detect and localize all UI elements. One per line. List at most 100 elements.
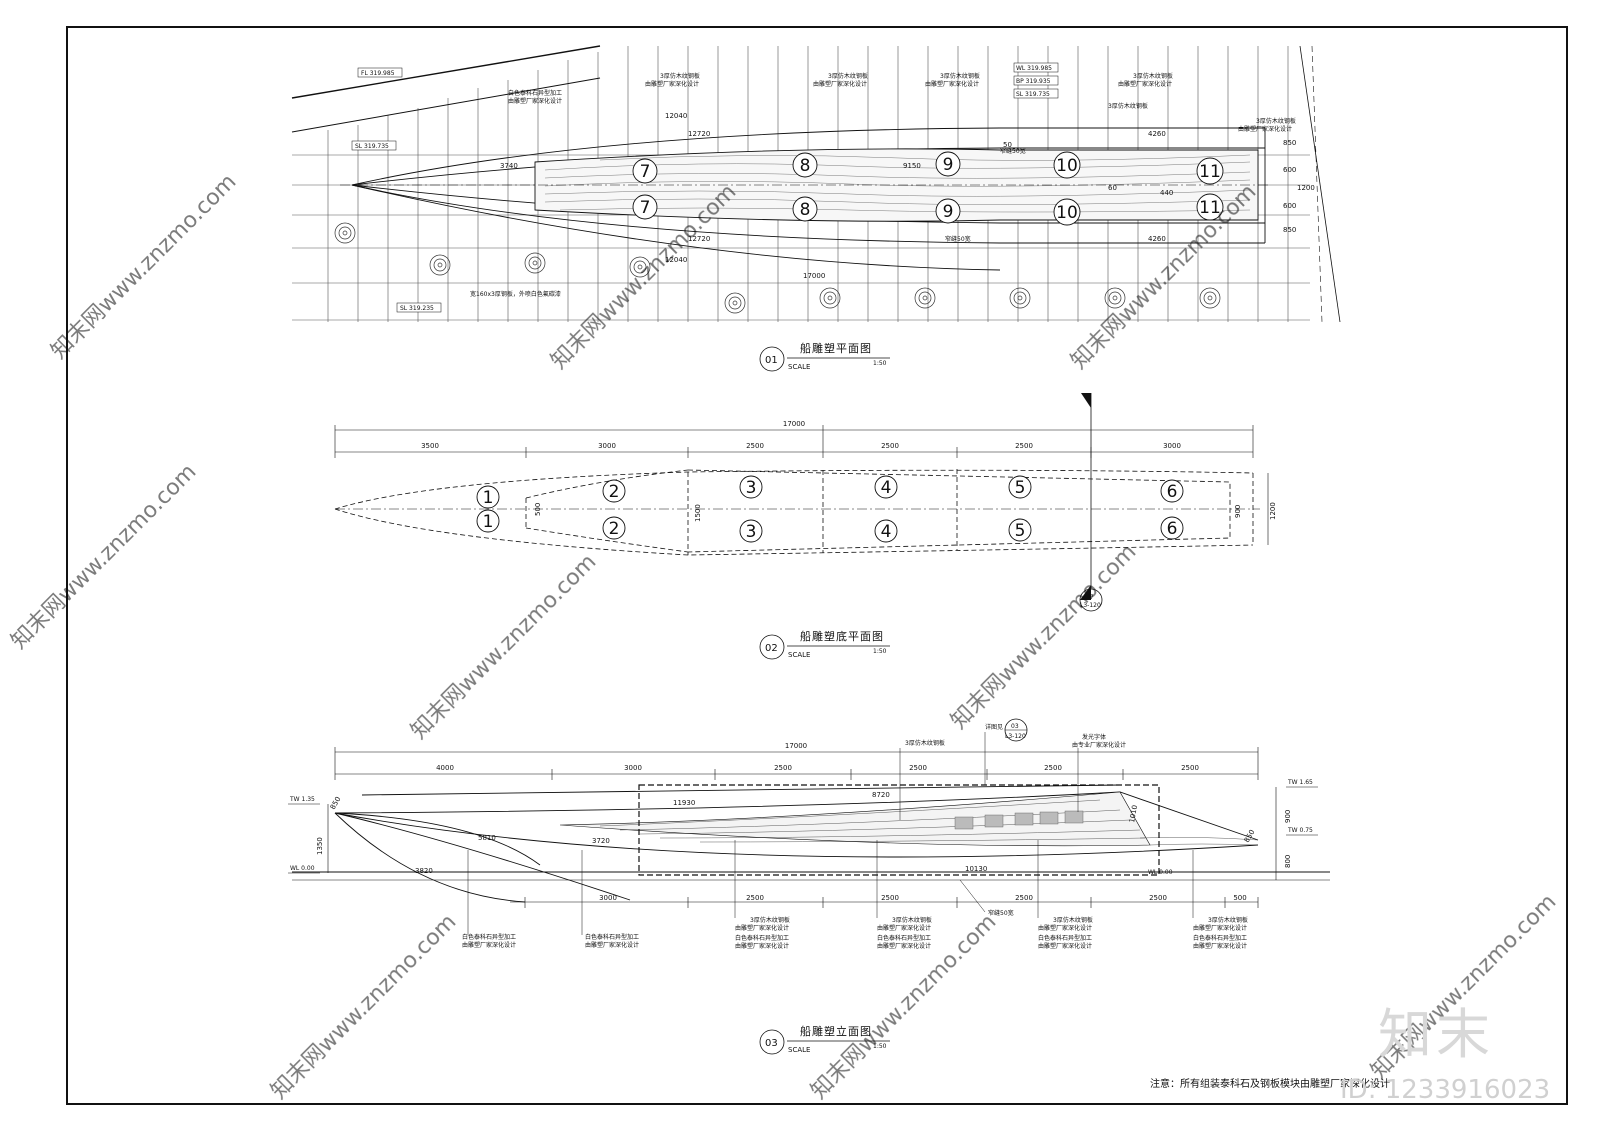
dim-440: 440 <box>1160 189 1173 197</box>
radius-10130: 10130 <box>965 865 987 873</box>
glow-letter-blocks <box>954 810 1084 830</box>
e03-callout-factory-c2: 由雕塑厂家深化设计 <box>1038 942 1092 950</box>
dim-9150: 9150 <box>903 162 921 170</box>
panel-11-bottom-label: 11 <box>1199 198 1221 218</box>
dim-600-top: 600 <box>1283 166 1296 174</box>
e03-callout-stone-2: 白色泰科石异型加工 <box>585 933 639 941</box>
e03-dim-850-right: 850 <box>1243 828 1257 844</box>
p02-panel-marks <box>476 475 1184 543</box>
note-steel-5: 3厚仿木纹钢板 <box>1108 102 1148 110</box>
note-gap-bottom: 窄缝50宽 <box>945 235 971 243</box>
panel-11-bottom <box>1196 193 1224 221</box>
elev-sl-1: SL 319.735 <box>355 143 389 150</box>
panel-8-bottom <box>792 196 818 222</box>
e03-callout-factory-b2: 由雕塑厂家深化设计 <box>877 942 931 950</box>
plan01-title: 船雕塑平面图 <box>800 341 872 355</box>
plan-01: 7 7 8 8 9 9 10 10 11 11 FL 319.985 SL 31… <box>291 45 1341 372</box>
e03-bseg-4: 2500 <box>1015 894 1033 902</box>
e03-callout-gap: 窄缝50宽 <box>988 909 1014 917</box>
p02-dim-500: 500 <box>534 503 542 516</box>
p02-panel-2-top: 2 <box>609 482 620 502</box>
e03-dim-800: 800 <box>1284 855 1292 868</box>
panel-8-bottom-label: 8 <box>800 200 811 220</box>
elev-wl: WL 319.985 <box>1016 65 1052 72</box>
dim-12040-top: 12040 <box>665 112 687 120</box>
p02-dim-1500: 1500 <box>694 504 702 522</box>
e03-callout-factory-2: 由雕塑厂家深化设计 <box>585 941 639 949</box>
elev-tag-box <box>351 140 397 151</box>
e03-callout-factory-c: 由雕塑厂家深化设计 <box>1038 924 1092 932</box>
panel-7-top-label: 7 <box>640 162 651 182</box>
e03-callout-glow-factory: 由专业厂家深化设计 <box>1072 741 1126 749</box>
panel-10-bottom <box>1053 198 1081 226</box>
e03-callout-stone-b: 白色泰科石异型加工 <box>877 934 931 942</box>
detail-ref-text: 详图见 <box>985 723 1003 731</box>
note-factory-4: 由雕塑厂家深化设计 <box>1118 80 1172 88</box>
section-arrow-icon <box>1080 585 1091 600</box>
e03-dim-900: 900 <box>1284 810 1292 823</box>
p02-panel-6-top: 6 <box>1167 482 1178 502</box>
p02-panel-1-bottom: 1 <box>483 512 494 532</box>
right-edge <box>1299 45 1341 323</box>
dim-3740: 3740 <box>500 162 518 170</box>
section-ref-sheet: L3-120 <box>1080 602 1101 609</box>
panel-9-bottom <box>935 198 961 224</box>
elev03-title: 船雕塑立面图 <box>800 1024 872 1038</box>
svg-text:知末网www.znzmo.com: 知末网www.znzmo.com <box>267 909 462 1104</box>
p02-panel-3-top: 3 <box>746 478 757 498</box>
panel-10-bottom-label: 10 <box>1056 203 1078 223</box>
e03-callout-stone-c: 白色泰科石异型加工 <box>1038 934 1092 942</box>
note-factory-2: 由雕塑厂家深化设计 <box>813 80 867 88</box>
radius-11930: 11930 <box>673 799 695 807</box>
elev-tag-box <box>396 302 442 313</box>
e03-seg-4: 2500 <box>909 764 927 772</box>
e03-dim-ticks <box>334 747 1259 908</box>
dim-12040-bottom: 12040 <box>665 256 687 264</box>
detail-ref-num: 03 <box>1011 723 1019 730</box>
e03-bseg-5: 2500 <box>1149 894 1167 902</box>
panel-9-top <box>935 151 961 177</box>
note-factory-3: 由雕塑厂家深化设计 <box>925 80 979 88</box>
elev-tag-box <box>1013 75 1059 86</box>
dim-850-top: 850 <box>1283 139 1296 147</box>
dim-12720-top: 12720 <box>688 130 710 138</box>
dim-12720-bottom: 12720 <box>688 235 710 243</box>
dim-60: 60 <box>1108 184 1117 192</box>
e03-callout-steel-c: 3厚仿木纹钢板 <box>1053 916 1093 924</box>
p02-dim-1200: 1200 <box>1269 502 1277 520</box>
e03-dim-1350: 1350 <box>316 837 324 855</box>
section-ref-num: 07 <box>1086 594 1094 601</box>
e03-seg-5: 2500 <box>1044 764 1062 772</box>
panel-8-top-label: 8 <box>800 156 811 176</box>
e03-callout-steel-a: 3厚仿木纹钢板 <box>750 916 790 924</box>
dim-17000: 17000 <box>803 272 825 280</box>
elev03-scale-label: SCALE <box>788 1046 810 1054</box>
e03-callout-stone-a: 白色泰科石异型加工 <box>735 934 789 942</box>
level-tw-135: TW 1.35 <box>289 796 315 803</box>
panel-9-top-label: 9 <box>943 155 954 175</box>
sheet-border <box>66 26 1568 1105</box>
elev03-number: 03 <box>765 1038 778 1049</box>
svg-text:知末网www.znzmo.com: 知末网www.znzmo.com <box>407 549 602 744</box>
note-plate: 宽160x3厚钢板，外喷白色氟碳漆 <box>470 290 561 298</box>
p02-seg-2: 3000 <box>598 442 616 450</box>
elevation-03: 17000 4000 3000 2500 2500 2500 2500 3000… <box>288 718 1330 1055</box>
elev-bp: BP 319.935 <box>1016 78 1051 85</box>
e03-callout-stone-1: 白色泰科石异型加工 <box>462 933 516 941</box>
dim-850-bottom: 850 <box>1283 226 1296 234</box>
elev-fl: FL 319.985 <box>361 70 395 77</box>
e03-seg-1: 4000 <box>436 764 454 772</box>
watermark-diagonals: 知末网www.znzmo.com 知末网www.znzmo.com 知末网www… <box>7 169 1562 1104</box>
bank-edge-inner <box>291 77 601 133</box>
p02-dim-900: 900 <box>1234 505 1242 518</box>
note-steel-3: 3厚仿木纹钢板 <box>940 72 980 80</box>
plan-02: 17000 3500 3000 2500 2500 2500 3000 07 L… <box>334 393 1277 660</box>
e03-bseg-3: 2500 <box>881 894 899 902</box>
plan01-panel-marks <box>632 151 1224 226</box>
radius-8720: 8720 <box>872 791 890 799</box>
p02-seg-5: 2500 <box>1015 442 1033 450</box>
elev-tag-box <box>1013 62 1059 73</box>
dim-4260-bottom: 4260 <box>1148 235 1166 243</box>
detail-boundary <box>638 784 1160 876</box>
